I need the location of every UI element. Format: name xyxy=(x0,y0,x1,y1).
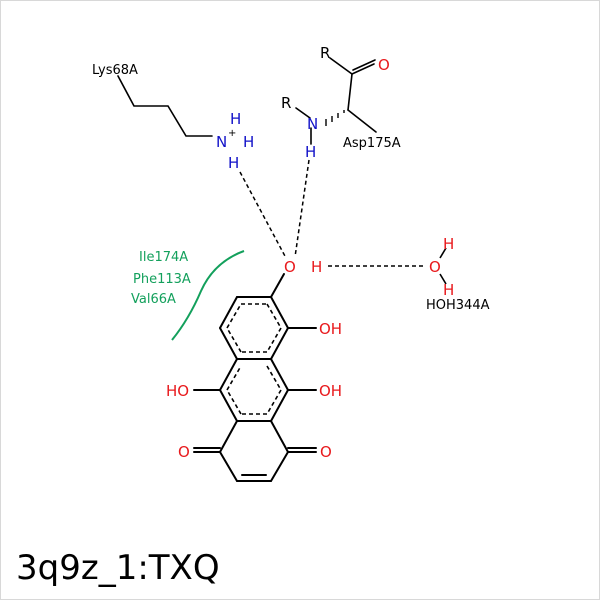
atom-h: H xyxy=(443,235,454,253)
bond xyxy=(270,451,289,482)
hydrophobic-residue-label: Ile174A xyxy=(139,250,188,265)
bond xyxy=(347,73,353,111)
residue-label-lys: Lys68A xyxy=(92,63,138,78)
bond xyxy=(329,57,353,75)
hydroxyl-label: OH xyxy=(319,320,342,338)
atom-r: R xyxy=(281,94,291,112)
atom-h: H xyxy=(311,258,322,276)
hydroxyl-label: HO xyxy=(166,382,189,400)
atom-charge: + xyxy=(228,128,236,139)
bond xyxy=(347,109,377,133)
carbonyl-oxygen: O xyxy=(320,443,332,461)
aromatic-bond xyxy=(266,365,282,391)
atom-o: O xyxy=(429,258,441,276)
atom-r: R xyxy=(320,44,330,62)
carbonyl-oxygen: O xyxy=(178,443,190,461)
aromatic-bond xyxy=(226,365,242,391)
hydrophobic-residue-label: Val66A xyxy=(131,292,176,307)
bond xyxy=(295,107,311,119)
bond xyxy=(352,59,376,71)
aromatic-bond xyxy=(266,389,282,415)
bond xyxy=(219,451,238,482)
atom-h: H xyxy=(230,110,241,128)
hbond-asp xyxy=(294,159,310,258)
atom-h: H xyxy=(243,133,254,151)
bond xyxy=(219,327,238,360)
aromatic-bond xyxy=(226,389,242,415)
hydrophobic-contact-arc xyxy=(171,250,245,341)
aromatic-bond xyxy=(266,327,282,353)
bond xyxy=(219,358,238,391)
bond xyxy=(219,420,238,453)
atom-h: H xyxy=(228,154,239,172)
bond xyxy=(270,358,289,391)
bond xyxy=(270,296,289,329)
ligand-bonds xyxy=(193,273,317,482)
atom-o: O xyxy=(284,258,296,276)
hydrophobic-residue-label: Phe113A xyxy=(133,272,191,287)
atom-h: H xyxy=(443,281,454,299)
structure-caption: 3q9z_1:TXQ xyxy=(16,548,220,588)
atom-n: N xyxy=(216,133,227,151)
bond xyxy=(270,420,289,453)
bond xyxy=(439,247,447,259)
atom-h: H xyxy=(305,143,316,161)
bond xyxy=(270,389,289,422)
aromatic-dashes xyxy=(226,303,282,415)
hydroxyl-label: OH xyxy=(319,382,342,400)
bond xyxy=(270,327,289,360)
bond xyxy=(270,273,285,298)
bond xyxy=(439,273,447,285)
aromatic-bond xyxy=(266,303,282,329)
aromatic-bond xyxy=(226,327,242,353)
bond xyxy=(219,296,238,329)
stereo-hash-bond xyxy=(325,110,345,126)
residue-label-asp: Asp175A xyxy=(343,136,401,151)
hbond-lys xyxy=(239,171,287,259)
atom-o: O xyxy=(378,56,390,74)
bond xyxy=(351,63,375,75)
bond xyxy=(219,389,238,422)
hydrogen-bonds xyxy=(239,159,426,267)
residue-label-water: HOH344A xyxy=(426,298,490,313)
atom-n: N xyxy=(307,115,318,133)
lys-side-chain xyxy=(117,75,213,137)
aromatic-bond xyxy=(226,303,242,329)
residue-bonds xyxy=(117,57,377,145)
water-bonds xyxy=(439,247,447,285)
